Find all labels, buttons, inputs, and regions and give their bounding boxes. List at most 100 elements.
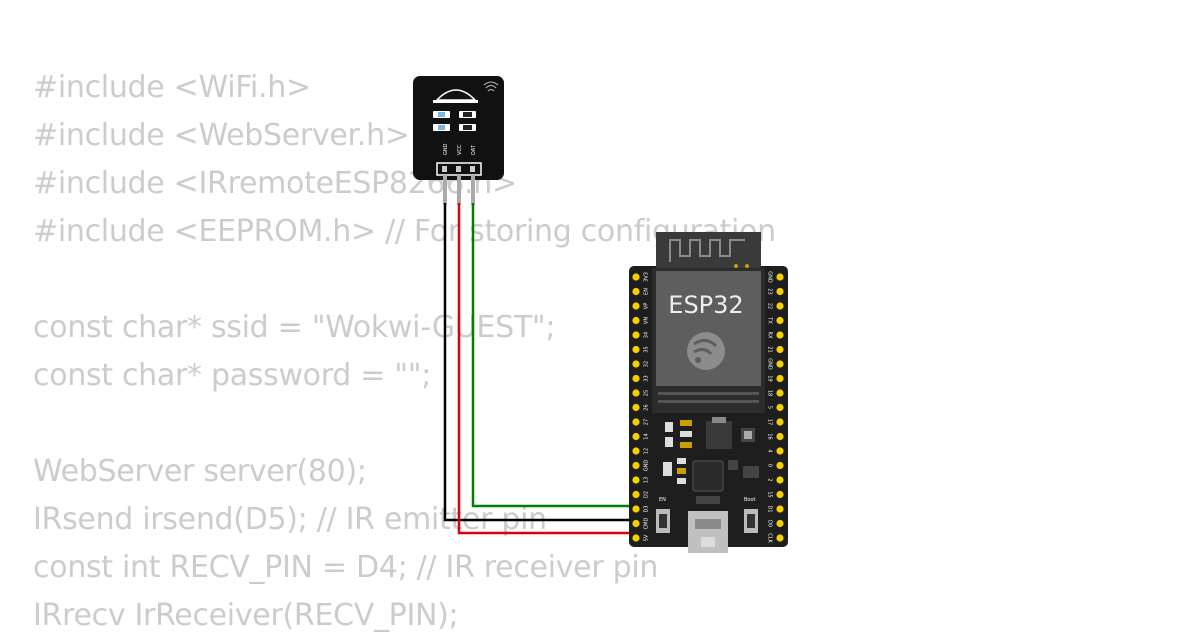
esp32-pin-label: VP xyxy=(644,303,650,309)
smd-cap-4 xyxy=(665,422,673,432)
esp32-pin-pad[interactable] xyxy=(632,447,640,455)
esp32-pin-label: 14 xyxy=(644,433,650,439)
ir-leg-vcc xyxy=(457,175,461,205)
code-line: IRrecv IrReceiver(RECV_PIN); xyxy=(33,598,459,633)
esp32-pin-pad[interactable] xyxy=(632,316,640,325)
ir-pin-dat[interactable] xyxy=(470,166,475,172)
esp32-pin-label: 5 xyxy=(767,406,773,409)
esp32-pin-label: 2 xyxy=(767,478,773,481)
esp32-pin-pad[interactable] xyxy=(632,534,640,542)
esp32-pin-label: 3V3 xyxy=(644,272,650,282)
esp32-pin-pad[interactable] xyxy=(632,287,640,296)
esp32-pin-pad[interactable] xyxy=(776,447,784,455)
esp32-pin-pad[interactable] xyxy=(776,273,784,281)
ir-receiver-module[interactable]: GND VCC DAT xyxy=(413,76,504,205)
esp32-pin-pad[interactable] xyxy=(632,331,640,339)
esp32-pin-label: D2 xyxy=(644,491,650,498)
esp32-pin-pad[interactable] xyxy=(776,403,784,412)
esp32-pin-pad[interactable] xyxy=(632,519,640,528)
code-line: const char* ssid = "Wokwi-GUEST"; xyxy=(33,310,556,345)
esp32-pin-pad[interactable] xyxy=(776,476,784,484)
esp32-pin-label: 27 xyxy=(644,419,650,425)
esp32-label: ESP32 xyxy=(668,291,743,319)
esp32-pin-pad[interactable] xyxy=(776,302,784,310)
esp32-pin-pad[interactable] xyxy=(776,461,784,470)
esp32-pin-pad[interactable] xyxy=(632,432,640,441)
ir-sensor-dome xyxy=(435,89,477,101)
esp32-pin-label: 12 xyxy=(644,448,650,454)
esp32-pin-pad[interactable] xyxy=(632,461,640,470)
esp32-pin-pad[interactable] xyxy=(776,331,784,339)
esp32-pin-pad[interactable] xyxy=(632,345,640,354)
micro-usb-port[interactable] xyxy=(688,511,728,553)
esp32-pin-pad[interactable] xyxy=(776,519,784,528)
esp32-pin-label: 4 xyxy=(767,449,773,452)
antenna-dot-2 xyxy=(745,264,749,268)
voltage-regulator-tab xyxy=(712,417,726,423)
esp32-pin-pad[interactable] xyxy=(776,316,784,325)
ir-pin-gnd[interactable] xyxy=(442,166,447,172)
smd-led-core xyxy=(438,112,445,117)
esp32-pin-pad[interactable] xyxy=(776,432,784,441)
esp32-pin-label: 35 xyxy=(644,346,650,352)
esp32-pin-label: VN xyxy=(644,317,650,324)
esp32-pin-pad[interactable] xyxy=(776,389,784,397)
esp32-pin-pad[interactable] xyxy=(632,403,640,412)
smd-cap-2 xyxy=(680,431,692,437)
antenna-trace xyxy=(669,239,745,262)
esp32-pin-pad[interactable] xyxy=(776,374,784,383)
esp32-pin-label: 32 xyxy=(644,361,650,367)
esp32-pin-pad[interactable] xyxy=(776,534,784,542)
en-button[interactable] xyxy=(656,509,670,533)
esp32-pin-label: 25 xyxy=(644,390,650,396)
esp32-pin-pad[interactable] xyxy=(632,505,640,513)
data-wire[interactable] xyxy=(471,203,637,508)
ir-module-pcb xyxy=(413,76,504,180)
ir-pin-label-vcc: VCC xyxy=(457,144,463,155)
esp32-pin-label: TX xyxy=(767,316,773,324)
esp32-pin-pad[interactable] xyxy=(632,418,640,426)
esp32-pin-label: D0 xyxy=(767,520,773,527)
esp32-pin-label: CLK xyxy=(767,533,773,543)
esp32-pin-pad[interactable] xyxy=(632,374,640,383)
code-line: #include <WebServer.h> xyxy=(33,118,410,153)
esp32-pin-pad[interactable] xyxy=(776,490,784,499)
ir-pin-vcc[interactable] xyxy=(456,166,461,172)
esp32-pin-label: D3 xyxy=(644,505,650,512)
smd-part-small-3 xyxy=(696,496,720,504)
vcc-wire[interactable] xyxy=(457,203,637,535)
esp32-devkit[interactable]: ESP32 EN xyxy=(629,232,788,553)
esp32-pin-pad[interactable] xyxy=(776,360,784,368)
esp32-pin-pad[interactable] xyxy=(632,476,640,484)
esp32-pin-pad[interactable] xyxy=(632,360,640,368)
esp32-pin-pad[interactable] xyxy=(632,490,640,499)
ir-leg-dat xyxy=(471,175,475,205)
voltage-regulator xyxy=(706,421,732,449)
esp32-pin-pad[interactable] xyxy=(632,302,640,310)
esp32-pin-pad[interactable] xyxy=(776,345,784,354)
esp32-pin-label: 15 xyxy=(767,491,773,497)
boot-button[interactable] xyxy=(744,509,758,533)
gnd-wire[interactable] xyxy=(443,203,637,522)
esp32-pin-pad[interactable] xyxy=(776,287,784,296)
esp32-pin-label: 16 xyxy=(767,433,773,439)
esp32-pin-label: 0 xyxy=(767,464,773,467)
esp32-pin-pad[interactable] xyxy=(632,273,640,281)
code-line: const char* password = ""; xyxy=(33,358,432,393)
boot-button-label: Boot xyxy=(744,497,756,503)
smd-led-2-core xyxy=(438,125,445,130)
code-line: const int RECV_PIN = D4; // IR receiver … xyxy=(33,550,659,585)
ir-pin-label-dat: DAT xyxy=(471,144,477,155)
smd-cap-7 xyxy=(677,458,686,464)
ir-leg-gnd xyxy=(443,175,447,205)
esp32-pin-pad[interactable] xyxy=(776,418,784,426)
ir-signal-icon xyxy=(483,81,499,92)
smd-resistor-1-body xyxy=(463,112,472,117)
esp32-pin-label: 5V xyxy=(644,534,650,541)
smd-cap-5 xyxy=(665,437,673,447)
esp32-antenna-area xyxy=(656,232,761,270)
smd-cap-3 xyxy=(680,442,692,448)
esp32-pin-pad[interactable] xyxy=(632,389,640,397)
esp32-pin-pad[interactable] xyxy=(776,505,784,513)
